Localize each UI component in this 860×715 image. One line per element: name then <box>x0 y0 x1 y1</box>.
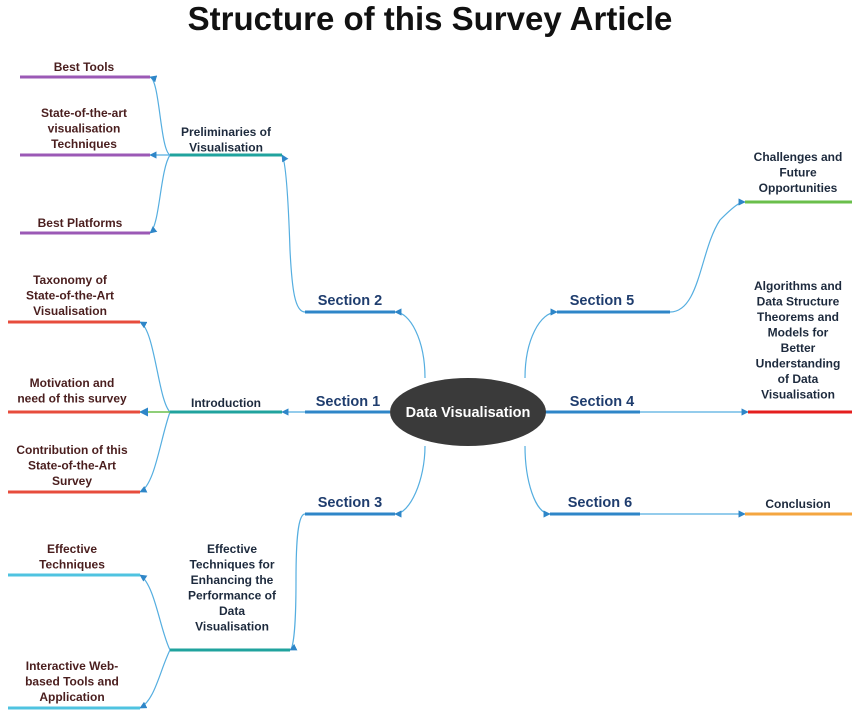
leaf-best-platforms: Best Platforms <box>38 216 123 230</box>
underlines <box>8 75 852 710</box>
text-line: need of this survey <box>17 392 127 406</box>
text-line: Data Structure <box>757 295 840 309</box>
section5-label: Section 5 <box>570 293 634 309</box>
section4-label: Section 4 <box>570 394 634 410</box>
text-line: Algorithms and <box>754 279 842 293</box>
text-line: based Tools and <box>25 675 119 689</box>
connector-prelim-platforms <box>149 154 171 234</box>
text-line: Better <box>781 341 816 355</box>
text-line: Future <box>779 166 817 180</box>
diagram-title: Structure of this Survey Article <box>188 0 673 37</box>
text-line: Techniques <box>51 137 117 151</box>
text-line: Techniques for <box>189 558 274 572</box>
text-line: Contribution of this <box>16 443 128 457</box>
text-line: State-of-the-Art <box>28 459 116 473</box>
text-line: Techniques <box>39 558 105 572</box>
section1-label: Section 1 <box>316 394 380 410</box>
text-line: Interactive Web- <box>26 659 118 673</box>
text-line: Survey <box>52 474 92 488</box>
connector-intro-taxonomy <box>139 321 171 413</box>
text-line: Motivation and <box>30 376 115 390</box>
text-line: Best Platforms <box>38 216 123 230</box>
leaf-motivation: Motivation and need of this survey <box>17 376 127 406</box>
connector-center-section2 <box>394 308 426 379</box>
text-line: Effective <box>207 542 257 556</box>
section3-label: Section 3 <box>318 495 382 511</box>
connector-effective-interactive <box>139 649 171 709</box>
leaf-conclusion: Conclusion <box>765 497 830 511</box>
text-line: visualisation <box>48 122 121 136</box>
connector-section5-challenges <box>669 198 746 313</box>
text-line: Application <box>39 690 104 704</box>
text-line: Challenges and <box>754 150 843 164</box>
text-line: Best Tools <box>54 60 115 74</box>
connector-intro-contribution <box>139 411 171 493</box>
leaf-best-tools: Best Tools <box>54 60 115 74</box>
text-line: Understanding <box>756 357 841 371</box>
connectors <box>139 75 749 709</box>
connector-section3-effective <box>289 513 306 651</box>
text-line: of Data <box>778 372 819 386</box>
center-node: Data Visualisation <box>390 378 546 446</box>
text-line: Theorems and <box>757 310 839 324</box>
connector-section2-preliminaries <box>281 154 306 313</box>
text-line: State-of-the-art <box>41 106 127 120</box>
section2-label: Section 2 <box>318 293 382 309</box>
connector-effective-techniques <box>139 574 171 651</box>
text-line: Taxonomy of <box>33 273 108 287</box>
connector-center-section5 <box>524 308 558 379</box>
connector-prelim-besttools <box>149 75 171 156</box>
text-line: Visualisation <box>761 388 835 402</box>
text-line: Preliminaries of <box>181 125 272 139</box>
text-line: Performance of <box>188 589 277 603</box>
connector-center-section6 <box>524 445 551 518</box>
topic-introduction: Introduction <box>191 396 261 410</box>
text-line: Models for <box>768 326 829 340</box>
topic-preliminaries: Preliminaries of Visualisation <box>181 125 272 155</box>
center-ellipse <box>390 378 546 446</box>
text-line: Effective <box>47 542 97 556</box>
text-line: State-of-the-Art <box>26 289 114 303</box>
text-line: Visualisation <box>189 141 263 155</box>
section6-label: Section 6 <box>568 495 632 511</box>
text-line: Visualisation <box>33 304 107 318</box>
text-line: Opportunities <box>759 181 838 195</box>
connector-center-section3 <box>394 445 426 518</box>
text-line: Conclusion <box>765 497 830 511</box>
center-label: Data Visualisation <box>406 405 531 421</box>
text-line: Data <box>219 604 245 618</box>
text-line: Introduction <box>191 396 261 410</box>
text-line: Enhancing the <box>191 573 274 587</box>
text-line: Visualisation <box>195 620 269 634</box>
